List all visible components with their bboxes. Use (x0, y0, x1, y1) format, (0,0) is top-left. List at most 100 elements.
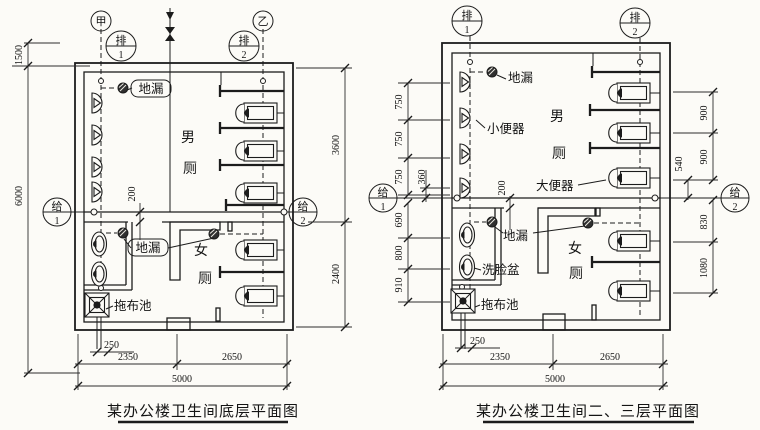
mop-pool-icon (450, 288, 476, 314)
room-label-women: 女 (194, 242, 208, 259)
dim-800: 800 (394, 246, 405, 261)
floor-plan-upper: 地漏 小便器 大便器 地漏 洗脸盆 拖布池 男 厕 女 厕 排 1 排 2 给 … (368, 5, 750, 424)
dim-200: 200 (497, 181, 508, 196)
valve-icon (165, 27, 175, 41)
marker-bubbles: 排 1 排 2 给 1 给 2 (368, 5, 750, 213)
riser-drain2-label: 排 (239, 33, 250, 47)
room-label-men: 厕 (552, 147, 566, 162)
riser-supply2-num: 2 (733, 202, 738, 213)
riser-drain1-label: 排 (116, 33, 127, 47)
floor-drain-label: 地漏 (138, 81, 163, 96)
urinal-label: 小便器 (487, 122, 525, 136)
floor-drain-label: 地漏 (135, 240, 160, 255)
stall-partitions (588, 53, 660, 268)
dim-2650: 2650 (600, 352, 620, 363)
toilet-label: 大便器 (536, 179, 574, 193)
grid-marker-b: 乙 (258, 15, 269, 28)
dim-750: 750 (394, 95, 405, 110)
riser-drain1-num: 1 (465, 25, 470, 36)
floor-drain-icon (208, 228, 220, 240)
fixtures (84, 82, 284, 318)
dim-2400: 2400 (331, 264, 342, 284)
callouts: 地漏 地漏 拖布池 男 厕 女 厕 (105, 79, 215, 313)
washbasin-icon (458, 254, 476, 280)
toilet-icon (608, 167, 651, 189)
supply-pipe (396, 59, 722, 349)
dim-830: 830 (699, 215, 710, 230)
toilet-icon (235, 140, 278, 162)
grid-marker-a: 甲 (96, 16, 107, 28)
room-label-men: 厕 (183, 162, 197, 177)
dim-5000: 5000 (172, 374, 192, 385)
dim-1080: 1080 (699, 258, 710, 278)
plan-caption-upper: 某办公楼卫生间二、三层平面图 (476, 403, 700, 420)
urinal-icon (459, 177, 471, 199)
floor-drain-label: 地漏 (508, 70, 533, 85)
marker-bubbles: 甲 乙 排 1 排 2 给 1 给 2 (42, 10, 318, 227)
toilet-icon (235, 182, 278, 204)
floor-drain-icon (486, 216, 498, 228)
toilet-icon (608, 82, 651, 104)
riser-lines (100, 29, 264, 318)
floor-plan-ground: 地漏 地漏 拖布池 男 厕 女 厕 甲 乙 排 1 排 2 给 1 (12, 8, 352, 424)
riser-drain1-label: 排 (462, 8, 473, 22)
riser-supply2-label: 给 (730, 186, 741, 199)
urinal-icon (459, 71, 471, 93)
dim-750: 750 (394, 132, 405, 147)
washbasin-icon (458, 222, 476, 248)
room-label-women: 厕 (198, 272, 212, 287)
dim-2350: 2350 (490, 352, 510, 363)
riser-drain2-label: 排 (630, 10, 641, 24)
urinal-icon (459, 107, 471, 129)
riser-supply1-label: 给 (52, 200, 63, 213)
washbasin-label: 洗脸盆 (482, 263, 520, 277)
room-label-men: 男 (550, 110, 564, 125)
walls (441, 42, 671, 331)
dim-5000: 5000 (545, 374, 565, 385)
dim-2350: 2350 (118, 352, 138, 363)
riser-supply2-num: 2 (301, 216, 306, 227)
dim-2650: 2650 (222, 352, 242, 363)
callouts: 地漏 小便器 大便器 地漏 洗脸盆 拖布池 男 厕 女 厕 (473, 70, 607, 312)
riser-supply1-label: 给 (378, 186, 389, 199)
room-label-men: 男 (181, 131, 195, 146)
dim-250: 250 (104, 340, 119, 351)
washbasin-icon (90, 261, 108, 287)
dim-690: 690 (394, 213, 405, 228)
toilet-icon (608, 122, 651, 144)
washbasin-icon (90, 231, 108, 257)
room-label-women: 女 (568, 240, 582, 257)
riser-drain1-num: 1 (119, 50, 124, 61)
flow-arrow-icon (166, 12, 174, 20)
toilet-icon (235, 285, 278, 307)
walls (74, 62, 294, 331)
dim-250: 250 (470, 336, 485, 347)
riser-supply1-num: 1 (381, 202, 386, 213)
toilet-icon (235, 239, 278, 261)
fixtures (450, 66, 660, 314)
dim-910: 910 (394, 278, 405, 293)
riser-drain2-num: 2 (242, 50, 247, 61)
dim-750: 750 (394, 170, 405, 185)
mop-pool-icon (84, 292, 110, 318)
dim-1500: 1500 (14, 45, 25, 65)
urinal-icon (459, 143, 471, 165)
dim-900: 900 (699, 150, 710, 165)
toilet-icon (235, 102, 278, 124)
room-label-women: 厕 (569, 267, 583, 282)
dim-900: 900 (699, 106, 710, 121)
toilet-icon (608, 280, 651, 302)
dim-540: 540 (674, 157, 685, 172)
plan-caption-ground: 某办公楼卫生间底层平面图 (107, 403, 299, 420)
floor-drain-icon (117, 227, 129, 239)
floor-drain-icon (117, 82, 129, 94)
mop-pool-label: 拖布池 (481, 298, 519, 312)
mop-pool-label: 拖布池 (114, 299, 152, 313)
dim-6000: 6000 (14, 186, 25, 206)
dimensions: 1500 6000 3600 2400 200 250 2350 2650 50… (12, 38, 352, 391)
floor-drain-icon (486, 66, 498, 78)
supply-pipe (71, 8, 289, 349)
floor-drain-label: 地漏 (503, 228, 528, 243)
